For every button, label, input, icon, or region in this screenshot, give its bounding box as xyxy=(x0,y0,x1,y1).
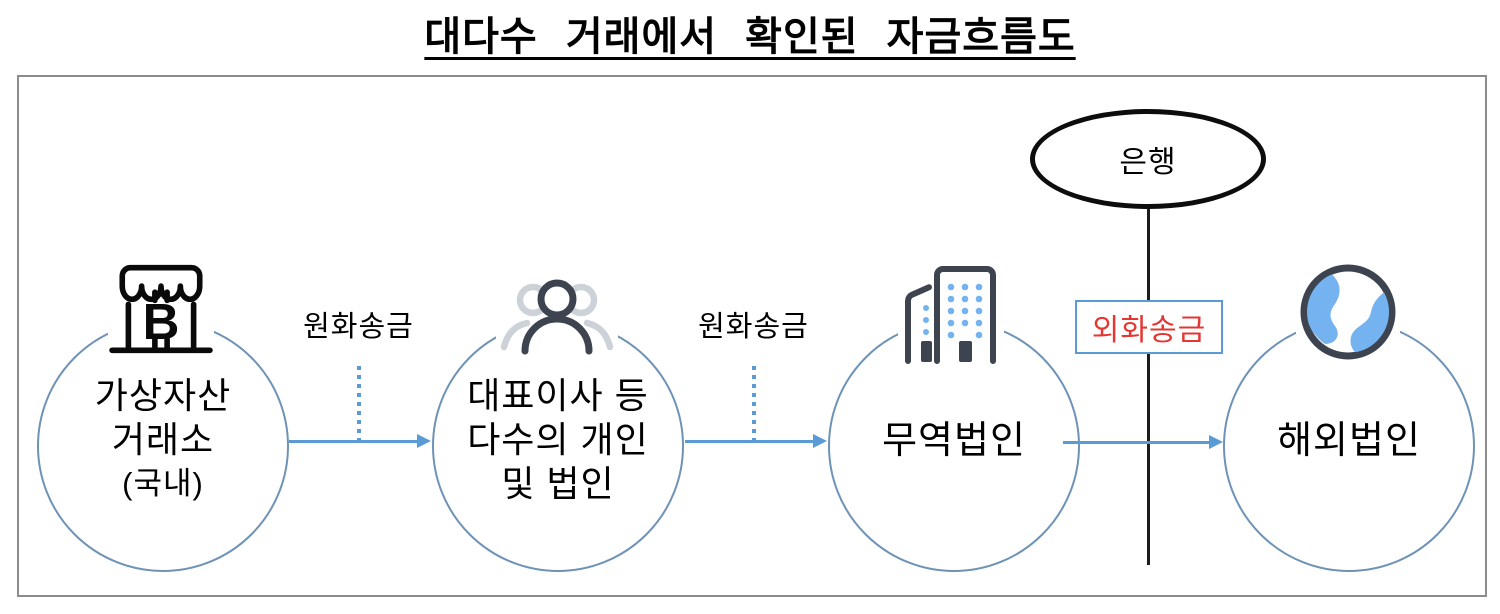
arrow-persons-to-trade xyxy=(685,434,827,448)
bank-connector-line xyxy=(1147,209,1150,565)
exchange-label-line1: 가상자산 xyxy=(94,375,232,416)
arrow-exchange-to-persons xyxy=(289,434,431,448)
overseas-label-line: 해외법인 xyxy=(1277,420,1421,462)
exchange-label-line2: 거래소 xyxy=(111,419,215,460)
people-icon xyxy=(496,277,618,355)
diagram-frame: 은행 가상자산 거래소 (국내) 대표이사 등 다수의 개인 및 법인 무역법인… xyxy=(17,75,1487,597)
fx-transfer-label: 외화송금 xyxy=(1091,314,1207,347)
diagram-title: 대다수 거래에서 확인된 자금흐름도 xyxy=(424,15,1076,59)
krw-transfer-label-1: 원화송금 xyxy=(303,311,414,343)
buildings-icon xyxy=(898,262,1004,366)
krw-transfer-label-2: 원화송금 xyxy=(698,311,809,343)
trade-label-line: 무역법인 xyxy=(882,420,1026,462)
dotted-connector-2 xyxy=(752,366,756,440)
node-ceo-individuals: 대표이사 등 다수의 개인 및 법인 xyxy=(432,320,684,572)
node-crypto-exchange-label: 가상자산 거래소 (국내) xyxy=(39,374,287,506)
bank-node: 은행 xyxy=(1030,109,1266,209)
dotted-connector-1 xyxy=(357,366,361,440)
store-bitcoin-icon: B xyxy=(108,255,214,363)
node-trading-corp-label: 무역법인 xyxy=(830,418,1078,464)
persons-label-line3: 및 법인 xyxy=(501,463,615,504)
arrow-trade-to-overseas xyxy=(1063,435,1223,449)
persons-label-line2: 다수의 개인 xyxy=(467,419,649,460)
globe-icon xyxy=(1296,259,1400,365)
fx-transfer-label-box: 외화송금 xyxy=(1075,300,1223,354)
node-overseas-corp-label: 해외법인 xyxy=(1225,418,1473,464)
persons-label-line1: 대표이사 등 xyxy=(467,375,649,416)
exchange-label-line3: (국내) xyxy=(122,466,204,501)
bitcoin-letter: B xyxy=(143,293,180,350)
bank-label: 은행 xyxy=(1119,146,1177,179)
node-ceo-individuals-label: 대표이사 등 다수의 개인 및 법인 xyxy=(434,374,682,506)
